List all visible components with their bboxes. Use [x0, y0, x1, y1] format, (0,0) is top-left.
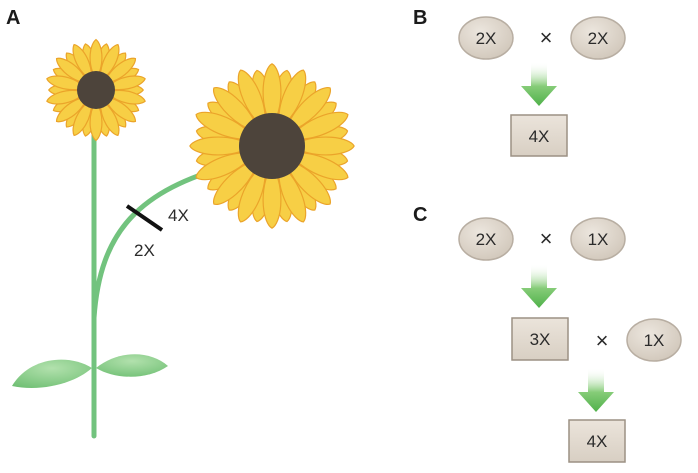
panel-b-parent-left: [458, 16, 514, 60]
panel-b-cross: ×: [540, 25, 553, 50]
petal: [99, 98, 120, 137]
panel-c-cross-2: ×: [596, 328, 609, 353]
right-leaf: [96, 354, 168, 377]
petal: [288, 136, 355, 156]
petal: [72, 98, 93, 137]
petal: [103, 57, 137, 85]
petal: [262, 63, 282, 130]
petal: [262, 162, 282, 229]
stem-label-2x: 2X: [134, 241, 155, 260]
petal: [46, 75, 88, 91]
panel-b-offspring-label: 4X: [529, 127, 550, 146]
panel-b-offspring-box: [510, 114, 568, 157]
petal: [278, 69, 307, 131]
petal: [195, 111, 257, 140]
panel-b-arrow: [521, 62, 557, 106]
panel-b-parent-right-label: 2X: [588, 29, 609, 48]
panel-c-parent-left: [458, 217, 514, 261]
petal: [287, 111, 349, 140]
panel-a-label: A: [6, 7, 20, 29]
stem-label-4x: 4X: [168, 206, 189, 225]
panel-c-arrow-2: [578, 368, 614, 412]
panel-c-arrow-1: [521, 264, 557, 308]
left-leaf: [12, 359, 92, 388]
petal: [283, 87, 331, 135]
panel-c-label: C: [413, 204, 427, 226]
panel-c-parent-right: [570, 217, 626, 261]
petal: [195, 152, 257, 181]
panel-c-offspring-label: 4X: [587, 432, 608, 451]
petal: [213, 157, 261, 205]
petal: [46, 89, 88, 105]
doubling-mark: [125, 204, 164, 232]
panel-c-backcross-parent-label: 1X: [644, 331, 665, 350]
petal: [213, 87, 261, 135]
petal: [99, 43, 120, 82]
petal: [237, 69, 266, 131]
small-sunflower: [46, 38, 146, 142]
panel-c-intermediate-label: 3X: [530, 330, 551, 349]
petal: [89, 99, 103, 142]
panel-b-parent-left-label: 2X: [476, 29, 497, 48]
petal: [89, 38, 103, 81]
panel-c-parent-right-label: 1X: [588, 230, 609, 249]
petal: [104, 89, 146, 105]
petal: [55, 57, 89, 85]
panel-c-cross-1: ×: [540, 226, 553, 251]
petal: [278, 161, 307, 223]
flower-disk: [77, 71, 115, 109]
petal: [104, 75, 146, 91]
panel-c-intermediate-box: [511, 317, 569, 361]
petal: [55, 95, 89, 123]
panel-b-parent-right: [570, 16, 626, 60]
petal: [283, 157, 331, 205]
panel-c-parent-left-label: 2X: [476, 230, 497, 249]
large-sunflower: [189, 63, 355, 229]
petal: [103, 95, 137, 123]
petal: [72, 43, 93, 82]
panel-b-label: B: [413, 7, 427, 29]
petal: [189, 136, 256, 156]
panel-c-backcross-parent: [626, 318, 682, 362]
petal: [237, 161, 266, 223]
panel-c-offspring-box: [568, 419, 626, 463]
petal: [287, 152, 349, 181]
flower-disk: [239, 113, 305, 179]
